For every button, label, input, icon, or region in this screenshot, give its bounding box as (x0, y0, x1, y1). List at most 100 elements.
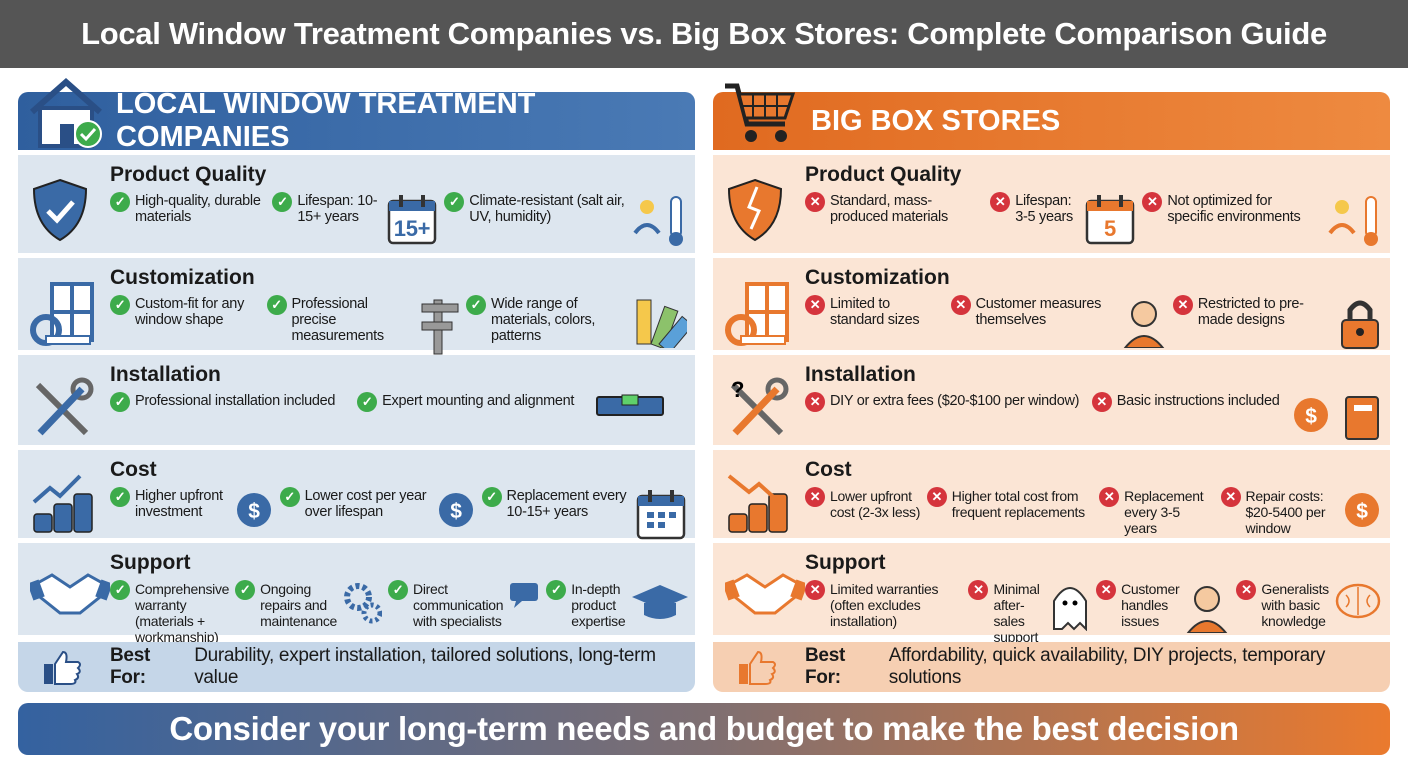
dollar-down-icon: $ (436, 488, 476, 536)
feature-text: Lifespan: 3-5 years (1015, 193, 1073, 225)
feature-text: Replacement every 3-5 years (1124, 488, 1204, 536)
feature-text: Professional precise measurements (291, 296, 385, 344)
section-title: Customization (805, 266, 950, 289)
feature-text: In-depth product expertise (571, 581, 626, 629)
check-icon: ✓ (266, 295, 287, 315)
cracked-shield-icon (725, 177, 785, 248)
manual-book-icon (1342, 393, 1382, 447)
big-box-panel: BIG BOX STORES Product Quality✕Standard,… (713, 83, 1390, 692)
svg-text:5: 5 (1104, 216, 1116, 241)
feature-text: Higher total cost from frequent replacem… (951, 488, 1085, 520)
feature-item: ✓Wide range of materials, colors, patter… (465, 295, 694, 360)
tools-icon (30, 377, 94, 446)
section-customization: Customization✓Custom-fit for any window … (18, 258, 695, 355)
feature-item: ✕DIY or extra fees ($20-$100 per window) (805, 392, 1086, 447)
feature-item: ✓Direct communication with specialists (388, 580, 540, 645)
feature-list: ✓ Professional installation included ✓Expe… (110, 392, 695, 421)
feature-text: Generalists with basic knowledge (1261, 581, 1329, 629)
handshake-icon (27, 565, 113, 626)
section-cost: Cost ✕Lower upfront cost (2-3x less) ✕ High… (713, 450, 1390, 538)
check-icon: ✓ (110, 192, 130, 212)
feature-text: Customer handles issues (1121, 581, 1180, 629)
thumbs-up-icon (735, 650, 779, 692)
feature-text: Custom-fit for any window shape (135, 296, 245, 328)
check-icon: ✓ (357, 392, 378, 412)
feature-text: Ongoing repairs and maintenance (260, 581, 338, 629)
feature-item (1337, 393, 1382, 447)
feature-text: Not optimized for specific environments (1167, 193, 1301, 225)
svg-text:$: $ (1305, 405, 1317, 428)
best-for-label: Best For: (805, 645, 845, 688)
feature-text: Lower upfront cost (2-3x less) (830, 488, 921, 520)
feature-text: Lower cost per year over lifespan (304, 488, 427, 520)
feature-item: ✓Professional precise measurements (266, 295, 460, 360)
feature-list: ✓Custom-fit for any window shape✓Profess… (110, 295, 695, 360)
check-icon: ✓ (444, 192, 465, 212)
feature-list: ✓Comprehensive warranty (materials + wor… (110, 580, 695, 645)
feature-item: ✓Lower cost per year over lifespan$ (279, 487, 476, 544)
cross-icon: ✕ (968, 580, 989, 600)
cross-icon: ✕ (1091, 392, 1112, 412)
window-tape-icon (30, 280, 96, 351)
section-title: Cost (805, 458, 852, 481)
section-title: Installation (110, 363, 221, 386)
feature-text: Wide range of materials, colors, pattern… (490, 296, 596, 344)
feature-text: Climate-resistant (salt air, UV, humidit… (469, 193, 625, 225)
money-bag-icon: $ (234, 488, 274, 536)
best-for-box: Best For: Durability, expert installatio… (18, 642, 695, 692)
section-title: Product Quality (805, 163, 962, 186)
feature-item: ✕Customer handles issues (1096, 580, 1230, 645)
svg-text:$: $ (450, 500, 462, 523)
feature-item: ✕Restricted to pre-made designs (1172, 295, 1382, 354)
ghost-icon (1050, 581, 1090, 634)
check-icon: ✓ (110, 295, 130, 315)
confused-person-icon (1121, 296, 1167, 352)
dollar-up-hand-icon: $ (1291, 393, 1331, 441)
level-icon (595, 393, 665, 421)
footer-banner: Consider your long-term needs and budget… (18, 703, 1390, 755)
best-for-text: Affordability, quick availability, DIY p… (888, 645, 1326, 688)
section-title: Customization (110, 266, 255, 289)
feature-item: ✓Expert mounting and alignment (357, 392, 665, 421)
cross-icon: ✕ (1096, 580, 1117, 600)
svg-text:$: $ (248, 500, 260, 523)
feature-item: ✓Custom-fit for any window shape (110, 295, 261, 360)
section-title: Installation (805, 363, 916, 386)
section-installation: ? Installation ✕DIY or extra fees ($20-$10… (713, 355, 1390, 445)
coins-up-icon (30, 472, 94, 539)
section-installation: Installation ✓ Professional installation i… (18, 355, 695, 445)
footer-text: Consider your long-term needs and budget… (169, 710, 1239, 747)
house-check-icon (26, 76, 106, 156)
best-for-text: Durability, expert installation, tailore… (194, 645, 656, 688)
cross-icon: ✕ (1172, 295, 1193, 315)
section-customization: Customization✕Limited to standard sizes✕… (713, 258, 1390, 350)
stressed-person-icon (1184, 581, 1230, 636)
section-support: Support✓Comprehensive warranty (material… (18, 543, 695, 645)
check-icon: ✓ (110, 580, 130, 600)
check-icon: ✓ (465, 295, 486, 315)
calendar-grid-icon (635, 488, 687, 544)
feature-text: Professional installation included (135, 393, 336, 409)
coin-hand-icon: $ (1342, 488, 1382, 535)
feature-item: ✕Lower upfront cost (2-3x less) (805, 487, 921, 536)
feature-text: Direct communication with specialists (413, 581, 504, 629)
panel-header: BIG BOX STORES (713, 83, 1390, 150)
feature-text: Limited warranties (often excludes insta… (830, 581, 939, 629)
swatch-icon (633, 296, 694, 354)
feature-item: ✓High-quality, durable materials (110, 192, 266, 253)
section-product-quality: Product Quality✓High-quality, durable ma… (18, 155, 695, 253)
tools-question-icon: ? (725, 377, 789, 446)
shopping-cart-icon (721, 76, 801, 156)
feature-text: Expert mounting and alignment (382, 393, 575, 409)
feature-text: Customer measures themselves (975, 296, 1102, 328)
feature-text: Comprehensive warranty (materials + work… (135, 581, 230, 645)
feature-item: ✕Limited to standard sizes (805, 295, 945, 354)
thumbs-up-icon (40, 650, 84, 692)
wilted-plant-icon (1326, 193, 1382, 253)
panel-header: LOCAL WINDOW TREATMENT COMPANIES (18, 77, 695, 153)
cross-icon: ✕ (1220, 487, 1241, 507)
svg-text:?: ? (731, 377, 744, 402)
cross-icon: ✕ (805, 295, 825, 315)
